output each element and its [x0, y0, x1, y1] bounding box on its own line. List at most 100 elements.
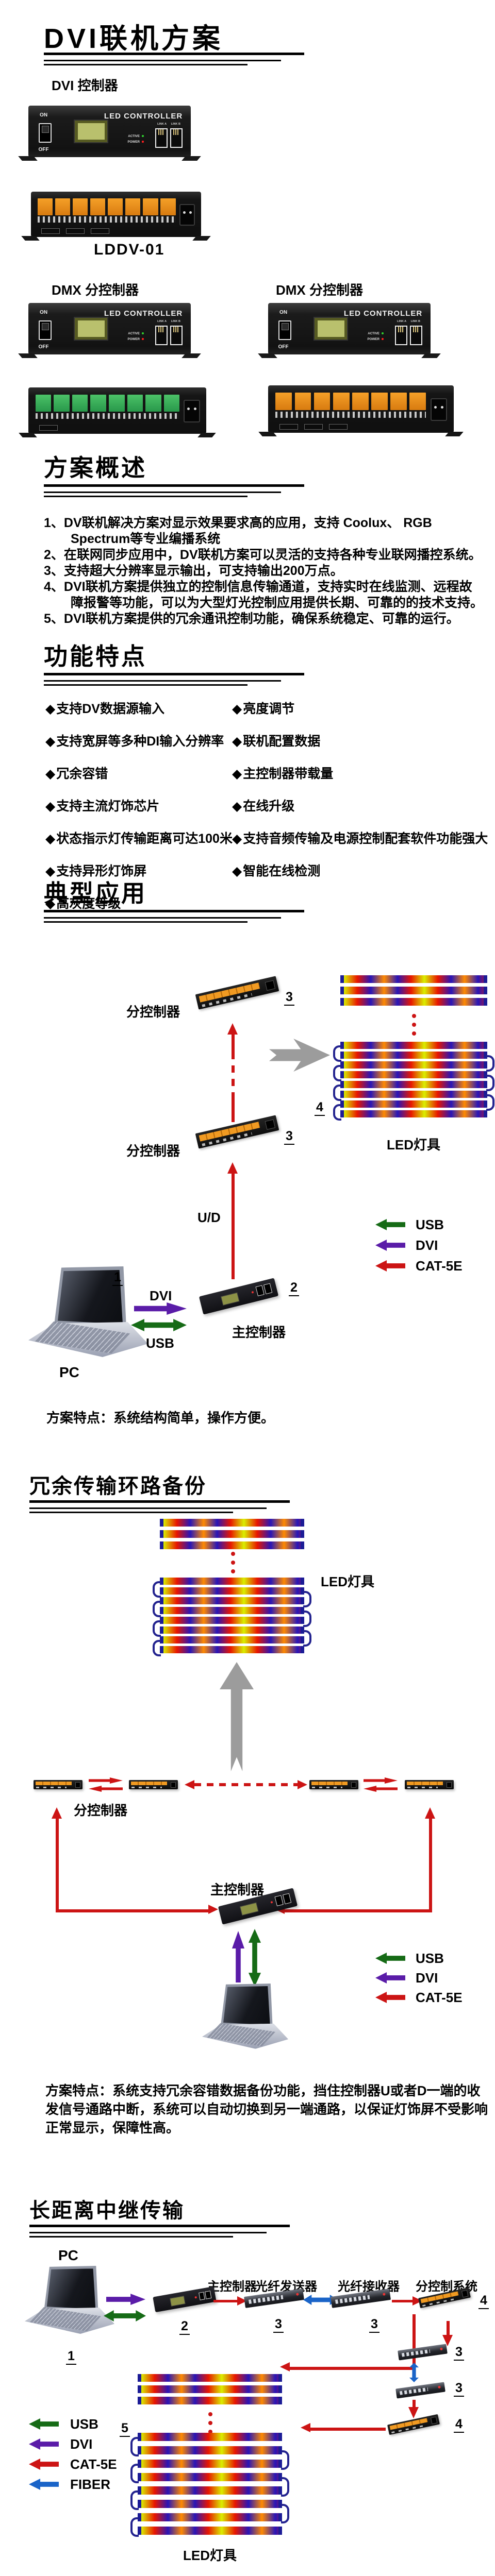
dmx-sub-label-right: DMX 分控制器 [276, 282, 364, 298]
main-controller-label: 主控制器 [210, 1882, 265, 1897]
sub-controller-label: 分控制器 [74, 1803, 128, 1818]
diamond-bullet-icon: ◆ [232, 734, 242, 749]
feature-item: ◆高灰度等级 [45, 896, 121, 911]
lcd-screen [74, 317, 109, 341]
cat5e-down-arrow-icon [408, 2407, 419, 2418]
dmx-sub-label-left: DMX 分控制器 [52, 282, 139, 298]
dvi-arrow-icon [29, 2438, 59, 2450]
main-controller-label: 主控制器 [232, 1325, 286, 1340]
feature-item: ◆亮度调节 [232, 702, 295, 716]
main-controller-image [153, 2286, 217, 2313]
brand-label: LED CONTROLLER [104, 112, 183, 121]
diamond-bullet-icon: ◆ [45, 734, 56, 749]
lcd-screen [314, 317, 349, 341]
diamond-bullet-icon: ◆ [232, 832, 242, 846]
fiber-arrow-icon [29, 2479, 59, 2490]
link-b-label: LINK B [171, 123, 180, 126]
sub-controller-image [34, 1780, 82, 1789]
legend-usb: USB [416, 1217, 444, 1232]
cat5e-arrow-icon [375, 1260, 405, 1272]
led-strip-group [160, 1519, 304, 1553]
callout-number: 3 [454, 2345, 464, 2361]
overview-heading: 方案概述 [44, 454, 147, 481]
sub-controller-image [129, 1780, 178, 1789]
power-switch [278, 320, 291, 340]
callout-number: 1 [66, 2349, 76, 2365]
led-fixture-label: LED灯具 [321, 1574, 375, 1589]
features-heading: 功能特点 [44, 643, 147, 670]
sub-controller-image [195, 976, 279, 1010]
flow-arrow-right-icon [269, 1039, 330, 1072]
cat5e-up-arrow-icon [425, 1807, 435, 1819]
usb-arrow-icon [375, 1219, 405, 1230]
cat5e-arrow-icon [89, 1786, 123, 1792]
typical-heading: 典型应用 [44, 880, 147, 907]
callout-number: 5 [120, 2421, 130, 2437]
dvi-arrow-icon [375, 1240, 405, 1251]
led-strip-group [340, 975, 487, 1009]
page-title: DVI联机方案 [44, 23, 224, 54]
callout-number: 2 [179, 2319, 190, 2335]
redundancy-heading: 冗余传输环路备份 [29, 1475, 207, 1498]
dvi-up-arrow-icon [232, 1931, 244, 1982]
diamond-bullet-icon: ◆ [45, 864, 56, 878]
ellipsis-dots-icon [231, 1552, 235, 1578]
power-inlet [184, 400, 200, 422]
callout-number: 4 [478, 2293, 489, 2309]
pc-label: PC [58, 2247, 78, 2263]
rj45-ports [155, 326, 183, 345]
fiber-device-image [398, 2344, 448, 2361]
cat5e-up-arrow-icon [227, 1023, 238, 1035]
callout-number: 3 [284, 990, 294, 1006]
terminal-blocks [275, 392, 426, 410]
diamond-bullet-icon: ◆ [232, 702, 242, 716]
diamond-bullet-icon: ◆ [232, 767, 242, 781]
callout-number: 1 [112, 1270, 123, 1286]
callout-number: 3 [284, 1129, 294, 1145]
overview-item: 4、DVI联机方案提供独立的控制信息传输通道，支持实时在线监测、远程故障报警等功… [44, 580, 484, 610]
feature-item: ◆冗余容错 [45, 767, 108, 781]
link-a-label: LINK A [157, 123, 167, 126]
cat5e-dashed-arrow-icon [185, 1780, 194, 1789]
terminal-blocks [35, 394, 180, 412]
power-switch [39, 123, 52, 143]
typical-note: 方案特点：系统结构简单，操作方便。 [46, 1410, 275, 1426]
flow-arrow-up-icon [220, 1662, 254, 1771]
fiber-double-arrow-icon [409, 2363, 419, 2382]
led-strip-matrix [153, 1578, 311, 1656]
main-controller-image [199, 1278, 279, 1315]
cat5e-left-arrow-icon [280, 2362, 290, 2371]
led-fixture-label: LED灯具 [183, 2548, 237, 2563]
dvi-cable-label: DVI [150, 1288, 172, 1303]
title-underline-3 [44, 64, 248, 65]
cat5e-arrow-icon [375, 1992, 405, 2003]
led-strip-group [138, 2374, 282, 2408]
diamond-bullet-icon: ◆ [232, 799, 242, 814]
overview-item: 1、DV联机解决方案对显示效果要求高的应用，支持 Coolux、 RGB Spe… [44, 516, 432, 546]
pc-laptop-image [25, 2266, 118, 2335]
ud-label: U/D [197, 1210, 221, 1225]
cat5e-left-arrow-icon [301, 2423, 310, 2432]
redundancy-note: 方案特点：系统支持冗余容错数据备份功能，挡住控制器U或者D一端的收发信号通路中断… [45, 2083, 488, 2136]
usb-arrow-icon [375, 1953, 405, 1964]
sub-controller-image [195, 1115, 279, 1149]
pc-label: PC [59, 1364, 79, 1380]
features-right-column: ◆亮度调节 ◆联机配置数据 ◆主控制器带载量 ◆在线升级 ◆支持音频传输及电源控… [232, 699, 488, 893]
feature-item: ◆状态指示灯传输距离可达100米 [45, 832, 233, 846]
feature-item: ◆支持音频传输及电源控制配套软件功能强大 [232, 832, 488, 846]
legend-cat5e: CAT-5E [416, 1258, 463, 1274]
dmx-controller-back-green [28, 387, 206, 434]
fiber-device-image [395, 2382, 446, 2399]
usb-cable-label: USB [146, 1335, 174, 1351]
pc-laptop-image [28, 1266, 152, 1358]
dvi-arrow-icon [375, 1972, 405, 1984]
features-left-column: ◆支持DV数据源输入 ◆支持宽屏等多种DI输入分辨率 ◆冗余容错 ◆支持主流灯饰… [45, 699, 233, 926]
cat5e-arrow-icon [364, 1777, 398, 1784]
led-strip-matrix [130, 2433, 289, 2540]
cat5e-up-arrow-icon [52, 1807, 62, 1819]
feature-item: ◆支持宽屏等多种DI输入分辨率 [45, 734, 224, 749]
